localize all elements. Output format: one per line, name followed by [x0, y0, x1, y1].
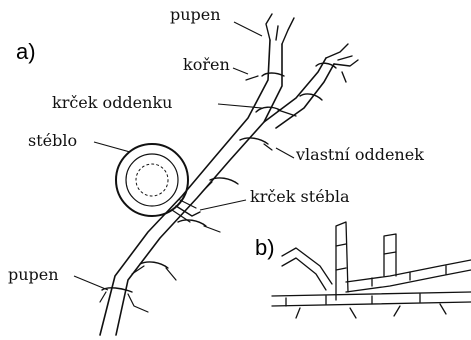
leader-krcek-stebla [200, 200, 246, 210]
panel-b-letter: b) [255, 236, 275, 260]
label-pupen-bottom: pupen [8, 266, 59, 284]
leader-pupen-bottom [74, 276, 108, 290]
label-koren: kořen [183, 56, 230, 74]
top-buds [266, 14, 358, 82]
label-krcek-oddenku: krček oddenku [52, 94, 172, 112]
leader-pupen-top [234, 22, 262, 36]
label-pupen-top: pupen [170, 6, 221, 24]
leader-koren [233, 68, 248, 74]
panel-a-letter: a) [16, 40, 36, 64]
panel-b-illustration [272, 222, 471, 318]
label-krcek-stebla: krček stébla [250, 188, 350, 206]
leader-vlastni-oddenek [276, 148, 294, 158]
label-steblo: stéblo [28, 132, 77, 150]
label-vlastni-oddenek: vlastní oddenek [296, 146, 424, 164]
stem-cross-section [116, 144, 200, 222]
leader-steblo [94, 142, 130, 152]
